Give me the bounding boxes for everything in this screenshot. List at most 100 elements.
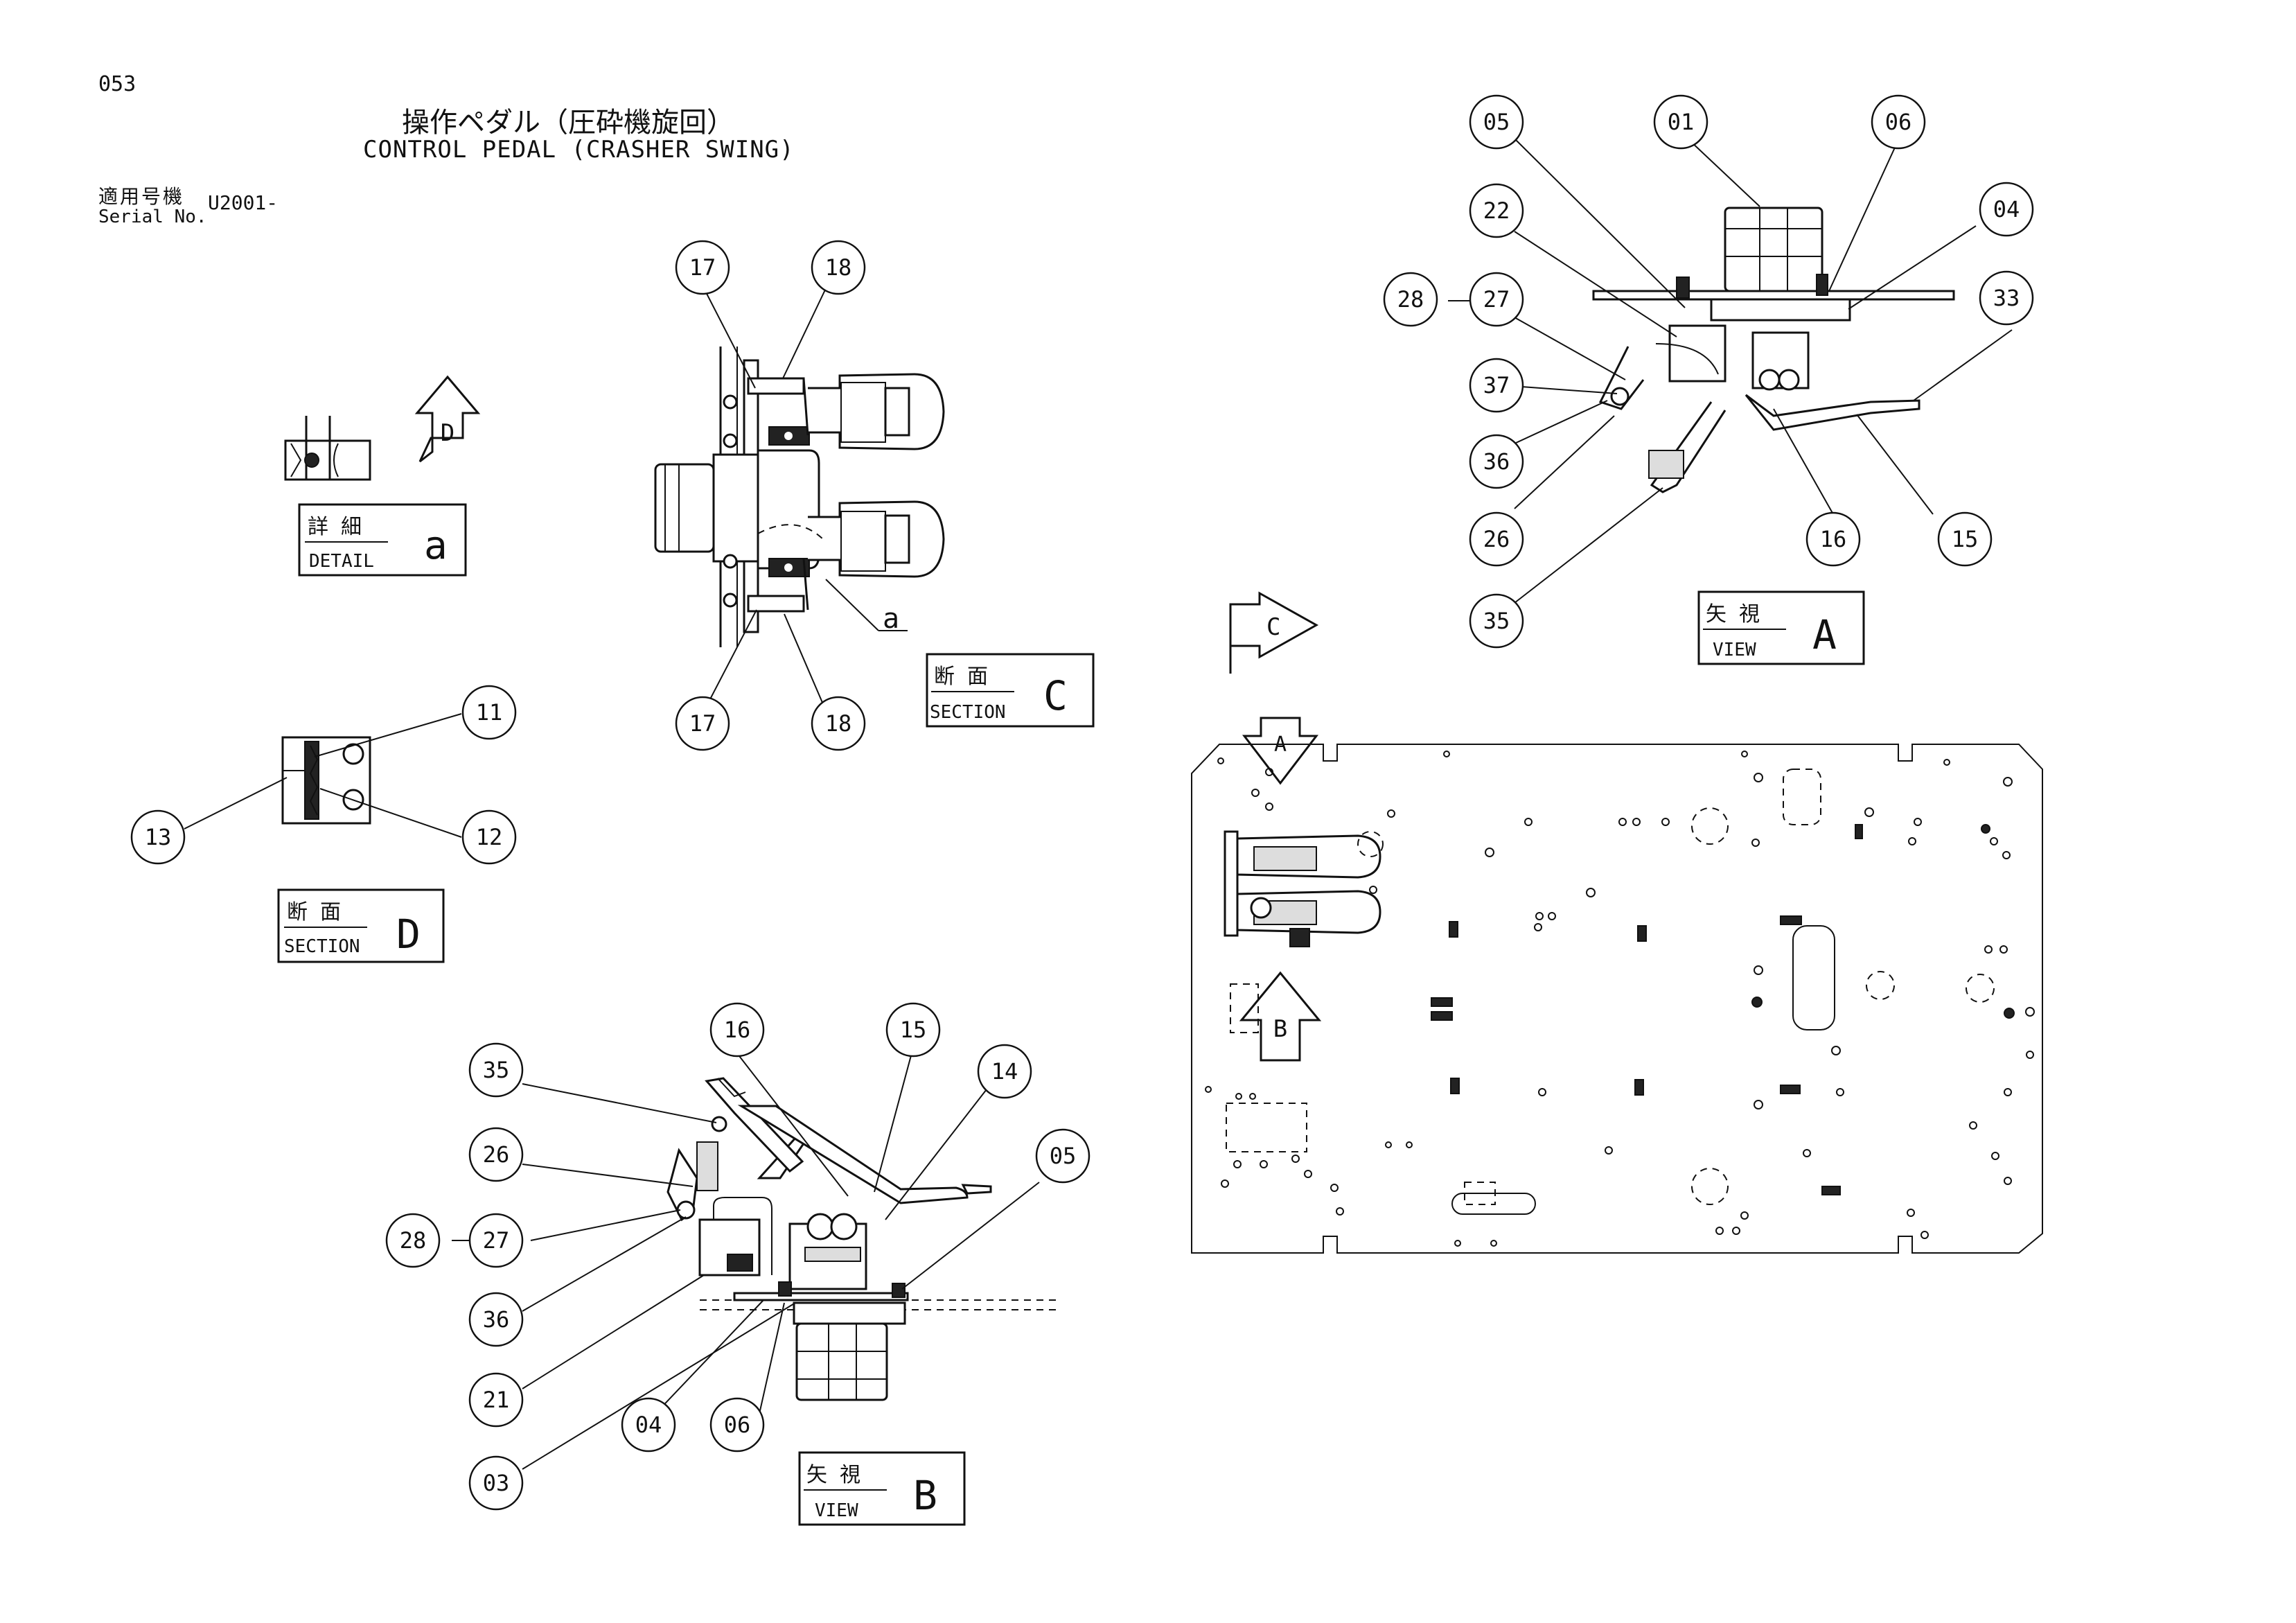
section-d-label-box: 断 面 SECTION D <box>277 888 445 963</box>
callout-view-b-14: 14 <box>977 1044 1032 1099</box>
callout-section-c-18: 18 <box>811 240 866 295</box>
callout-view-a-01: 01 <box>1653 94 1708 150</box>
callout-number: 03 <box>483 1470 510 1496</box>
serial-label-english: Serial No. <box>98 207 207 227</box>
drawing-title-japanese: 操作ペダル（圧砕機旋回） <box>402 107 734 139</box>
callout-number: 26 <box>483 1141 510 1168</box>
callout-number: 06 <box>724 1412 751 1438</box>
callout-view-b-03: 03 <box>468 1455 524 1511</box>
callout-number: 28 <box>1397 286 1424 313</box>
callout-section-c-18: 18 <box>811 696 866 751</box>
view-a-drawing <box>1592 207 1955 493</box>
drawing-title-english: CONTROL PEDAL (CRASHER SWING) <box>363 136 795 164</box>
callout-section-d-11: 11 <box>461 685 517 740</box>
view-arrow-d: D <box>414 375 481 463</box>
callout-number: 04 <box>1993 196 2020 222</box>
callout-number: 35 <box>483 1057 510 1083</box>
callout-number: 22 <box>1483 198 1510 224</box>
callout-view-a-37: 37 <box>1469 358 1524 413</box>
callout-number: 12 <box>476 824 503 850</box>
callout-view-a-28: 28 <box>1383 272 1438 327</box>
arrow-d-letter: D <box>441 419 454 447</box>
arrow-c-letter: C <box>1266 613 1280 641</box>
callout-view-b-04: 04 <box>621 1397 676 1453</box>
view-b-label-jp: 矢 視 <box>806 1463 860 1487</box>
view-b-label-en: VIEW <box>815 1500 858 1521</box>
callout-number: 26 <box>1483 526 1510 552</box>
callout-view-a-26: 26 <box>1469 511 1524 567</box>
callout-section-c-17: 17 <box>675 696 730 751</box>
section-c-letter: C <box>1043 672 1068 719</box>
callout-section-c-17: 17 <box>675 240 730 295</box>
callout-section-d-12: 12 <box>461 809 517 865</box>
view-a-letter: A <box>1812 611 1837 658</box>
callout-number: 28 <box>400 1227 427 1254</box>
serial-value: U2001- <box>208 191 279 214</box>
callout-number: 13 <box>145 824 172 850</box>
callout-number: 16 <box>724 1017 751 1043</box>
callout-view-b-36: 36 <box>468 1292 524 1347</box>
section-d-drawing <box>281 736 371 825</box>
callout-number: 27 <box>483 1227 510 1254</box>
section-c-label-jp: 断 面 <box>934 665 988 689</box>
callout-number: 33 <box>1993 285 2020 311</box>
callout-view-b-35: 35 <box>468 1042 524 1098</box>
callout-number: 15 <box>1952 526 1979 552</box>
callout-view-b-06: 06 <box>709 1397 765 1453</box>
callout-view-a-16: 16 <box>1805 511 1861 567</box>
callout-number: 18 <box>825 710 852 737</box>
section-d-letter: D <box>396 911 421 958</box>
callout-number: 11 <box>476 699 503 726</box>
callout-view-b-15: 15 <box>885 1002 941 1058</box>
callout-view-a-36: 36 <box>1469 434 1524 489</box>
section-c-label-en: SECTION <box>930 702 1006 723</box>
section-d-leaders <box>184 713 462 838</box>
view-a-label-jp: 矢 視 <box>1706 602 1760 626</box>
callout-view-b-21: 21 <box>468 1372 524 1428</box>
callout-view-b-27: 27 <box>468 1213 524 1268</box>
arrow-b-letter: B <box>1273 1015 1287 1043</box>
arrow-a-letter: A <box>1274 732 1287 757</box>
section-c-detail-pointer: a <box>883 603 899 635</box>
detail-a-drawing <box>284 416 371 481</box>
callout-number: 06 <box>1885 109 1912 135</box>
callout-number: 01 <box>1668 109 1695 135</box>
detail-a-letter: a <box>424 523 448 568</box>
callout-balloons: 17 18 17 18 11 12 13 05 01 06 22 04 28 27 33 37 36 26 16 15… <box>130 94 2034 1511</box>
callout-number: 36 <box>483 1306 510 1333</box>
callout-number: 16 <box>1820 526 1847 552</box>
view-b-letter: B <box>913 1472 937 1519</box>
callout-number: 36 <box>1483 448 1510 475</box>
callout-number: 17 <box>689 254 716 281</box>
callout-view-a-04: 04 <box>1979 182 2034 237</box>
callout-view-a-05: 05 <box>1469 94 1524 150</box>
callout-view-a-33: 33 <box>1979 270 2034 326</box>
plate-brackets <box>1431 824 2015 1195</box>
callout-number: 18 <box>825 254 852 281</box>
detail-a-label-en: DETAIL <box>309 551 374 572</box>
callout-number: 05 <box>1483 109 1510 135</box>
callout-section-d-13: 13 <box>130 809 186 865</box>
serial-label-japanese: 適用号機 <box>98 185 185 208</box>
callout-view-b-05: 05 <box>1035 1128 1090 1184</box>
section-c-label-box: 断 面 SECTION C <box>926 653 1095 728</box>
callout-number: 14 <box>991 1058 1018 1085</box>
section-d-label-jp: 断 面 <box>287 900 341 924</box>
floor-plate-plan: A B <box>1191 717 2043 1254</box>
detail-a-label-box: 詳 細 DETAIL a <box>298 503 467 577</box>
callout-number: 37 <box>1483 372 1510 398</box>
callout-view-a-06: 06 <box>1871 94 1926 150</box>
callout-view-b-28: 28 <box>385 1213 441 1268</box>
callout-view-a-22: 22 <box>1469 183 1524 238</box>
callout-view-a-27: 27 <box>1469 272 1524 327</box>
callout-number: 04 <box>635 1412 662 1438</box>
detail-a-label-jp: 詳 細 <box>308 515 362 539</box>
section-d-label-en: SECTION <box>284 936 360 957</box>
section-c-leaders: a <box>702 285 908 714</box>
view-b-drawing <box>666 1077 1060 1401</box>
callout-number: 21 <box>483 1387 510 1413</box>
callout-number: 27 <box>1483 286 1510 313</box>
view-b-label-box: 矢 視 VIEW B <box>798 1451 966 1526</box>
view-a-label-en: VIEW <box>1713 640 1756 660</box>
